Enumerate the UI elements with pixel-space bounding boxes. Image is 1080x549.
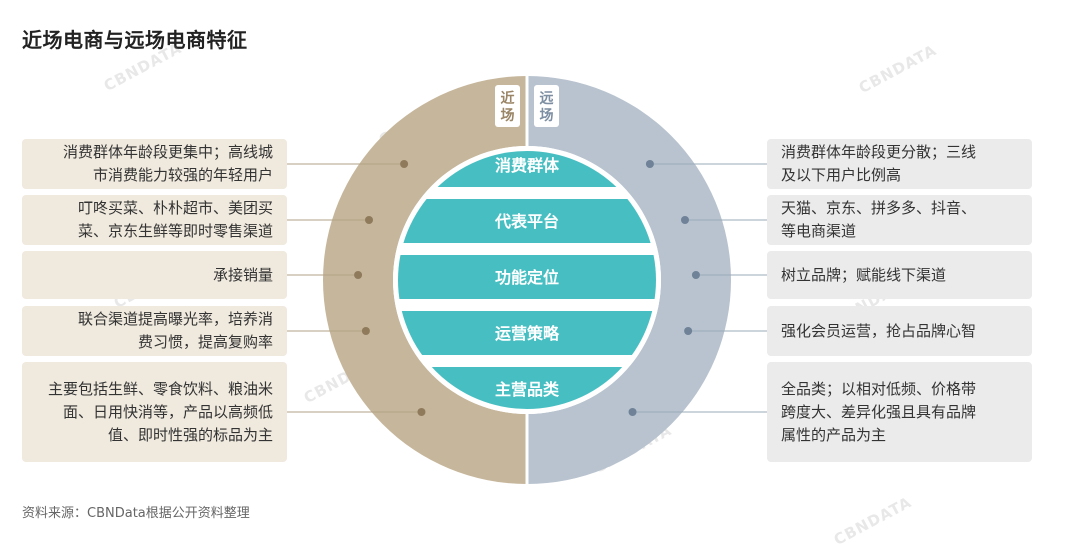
near-tag-char-2: 场 [501,108,515,124]
near-connector-dot [354,271,363,279]
far-item-text: 全品类；以相对低频、价格带跨度大、差异化强且具有品牌属性的产品为主 [781,379,977,444]
near-tag [495,85,520,127]
near-item-text: 主要包括生鲜、零食饮料、粮油米面、日用快消等，产品以高频低值、即时性强的标品为主 [47,379,273,444]
far-connector-dot [645,160,654,168]
category-label: 运营策略 [495,324,560,343]
near-connector-dot [417,408,426,416]
far-item: 树立品牌；赋能线下渠道 [767,251,1032,299]
page-title: 近场电商与远场电商特征 [22,28,248,52]
far-connector-dot [680,216,689,224]
near-connector-dot [400,160,409,168]
far-item-text: 强化会员运营，抢占品牌心智 [781,321,977,340]
far-tag [534,85,559,127]
far-item: 强化会员运营，抢占品牌心智 [767,306,1032,356]
near-item-text: 联合渠道提高曝光率，培养消费习惯，提高复购率 [77,310,273,351]
near-item: 消费群体年龄段更集中；高线城市消费能力较强的年轻用户 [22,139,287,189]
near-item-text: 叮咚买菜、朴朴超市、美团买菜、京东生鲜等即时零售渠道 [77,199,273,240]
far-connector-dot [691,271,700,279]
near-connector-dot [365,216,374,224]
near-item-text: 消费群体年龄段更集中；高线城市消费能力较强的年轻用户 [62,143,273,184]
near-item: 承接销量 [22,251,287,299]
far-item: 天猫、京东、拼多多、抖音、等电商渠道 [767,195,1032,245]
category-label: 代表平台 [494,212,559,231]
far-item-text: 消费群体年龄段更分散；三线及以下用户比例高 [781,143,977,184]
source-note: 资料来源：CBNData根据公开资料整理 [22,506,250,521]
far-item: 消费群体年龄段更分散；三线及以下用户比例高 [767,139,1032,189]
near-tag-char-1: 近 [501,90,515,107]
category-label: 主营品类 [495,380,560,399]
near-item: 主要包括生鲜、零食饮料、粮油米面、日用快消等，产品以高频低值、即时性强的标品为主 [22,362,287,462]
far-ring [527,76,731,484]
far-connector-dot [628,408,637,416]
category-label: 功能定位 [495,268,559,287]
category-label: 消费群体 [495,156,560,175]
near-ring [323,76,527,484]
far-item-text: 树立品牌；赋能线下渠道 [781,265,947,284]
far-tag-char-1: 远 [540,91,554,107]
near-item: 联合渠道提高曝光率，培养消费习惯，提高复购率 [22,306,287,356]
category-band [398,255,656,299]
near-connector-dot [361,327,370,335]
category-band [398,311,656,355]
near-item-text: 承接销量 [212,265,273,284]
far-item-text: 天猫、京东、拼多多、抖音、等电商渠道 [781,199,977,240]
far-item: 全品类；以相对低频、价格带跨度大、差异化强且具有品牌属性的产品为主 [767,362,1032,462]
category-band [398,199,656,243]
connectors [287,160,767,416]
near-item: 叮咚买菜、朴朴超市、美团买菜、京东生鲜等即时零售渠道 [22,195,287,245]
far-tag-char-2: 场 [540,108,554,124]
far-connector-dot [684,327,693,335]
